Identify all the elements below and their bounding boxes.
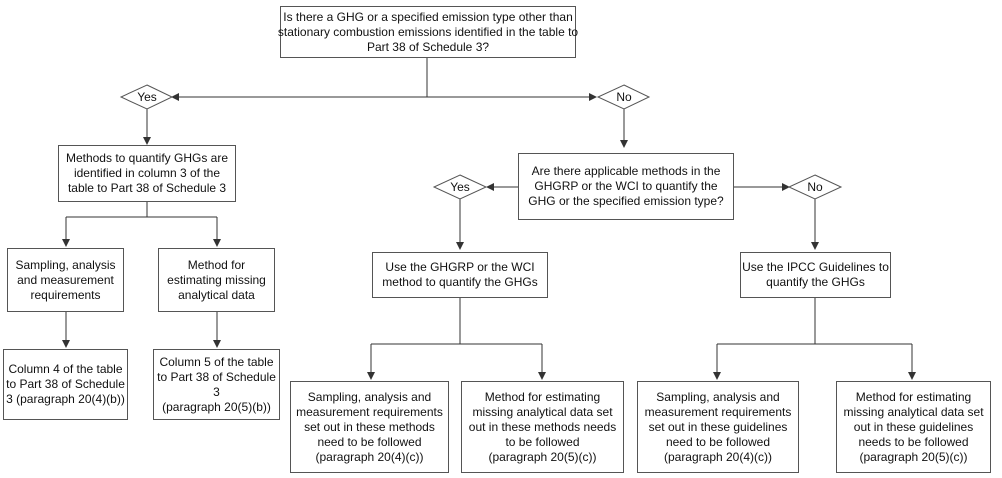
decision-yes-mid [432, 174, 488, 200]
top-question-line: Is there a GHG or a specified emission t… [283, 9, 573, 24]
missing-methods-line: (paragraph 20(5)(c)) [488, 449, 597, 464]
sampling-methods-line: measurement requirements [296, 404, 443, 419]
top-question-line: Part 38 of Schedule 3? [366, 39, 490, 54]
missing-guidelines-line: Method for estimating [855, 389, 972, 404]
applicable-question-line: GHG or the specified emission type? [528, 194, 724, 208]
use-ipcc-line: Use the IPCC Guidelines to [742, 260, 889, 274]
methods-identified-line: table to Part 38 of Schedule 3 [67, 181, 227, 195]
decision-no-top [596, 84, 651, 110]
use-ghgrp-line: method to quantify the GHGs [382, 275, 538, 289]
sampling-left-line: Sampling, analysis [15, 257, 116, 272]
column5-line: (paragraph 20(5)(b)) [162, 399, 271, 414]
use-ipcc-box: Use the IPCC Guidelines to quantify the … [740, 252, 891, 298]
decision-yes-top [119, 84, 174, 110]
sampling-methods-line: (paragraph 20(4)(c)) [315, 449, 424, 464]
methods-identified-line: identified in column 3 of the [73, 166, 221, 180]
missing-guidelines-line: out in these guidelines [853, 419, 974, 434]
column4-line: to Part 38 of Schedule [6, 377, 125, 391]
sampling-methods-line: Sampling, analysis and [307, 389, 432, 404]
applicable-question-line: GHGRP or the WCI to quantify the [534, 179, 718, 193]
sampling-guidelines-line: measurement requirements [644, 404, 792, 419]
column5-box: Column 5 of the table to Part 38 of Sche… [153, 349, 280, 420]
missing-guidelines-line: missing analytical data set [843, 404, 984, 419]
missing-left-box: Method for estimating missing analytical… [158, 248, 275, 312]
missing-guidelines-line: needs to be followed [858, 434, 969, 449]
top-question-box: Is there a GHG or a specified emission t… [277, 6, 579, 58]
sampling-guidelines-line: set out in these guidelines [648, 419, 788, 434]
column4-line: 3 (paragraph 20(4)(b)) [6, 392, 125, 406]
sampling-guidelines-line: (paragraph 20(4)(c)) [663, 449, 773, 464]
column5-line: to Part 38 of Schedule [157, 369, 276, 384]
missing-methods-line: Method for estimating [484, 389, 601, 404]
missing-left-line: analytical data [178, 287, 255, 302]
sampling-guidelines-line: need to be followed [665, 434, 771, 449]
missing-left-line: estimating missing [167, 272, 266, 287]
decision-no-mid [787, 174, 843, 200]
use-ipcc-line: quantify the GHGs [766, 275, 865, 289]
applicable-question-line: Are there applicable methods in the [531, 164, 721, 178]
missing-methods-line: to be followed [505, 434, 580, 449]
missing-left-line: Method for [187, 257, 246, 272]
use-ghgrp-line: Use the GHGRP or the WCI [385, 260, 535, 274]
column4-box: Column 4 of the table to Part 38 of Sche… [3, 349, 128, 420]
sampling-left-box: Sampling, analysis and measurement requi… [7, 248, 124, 312]
sampling-guidelines-box: Sampling, analysis and measurement requi… [637, 381, 799, 473]
sampling-methods-box: Sampling, analysis and measurement requi… [290, 381, 449, 473]
missing-guidelines-box: Method for estimating missing analytical… [836, 381, 991, 473]
sampling-methods-line: set out in these methods [304, 419, 435, 434]
sampling-left-line: and measurement [17, 272, 114, 287]
yes-mid-label: Yes [450, 180, 470, 194]
no-mid-label: No [807, 180, 823, 194]
missing-methods-box: Method for estimating missing analytical… [461, 381, 624, 473]
sampling-left-line: requirements [30, 287, 101, 302]
sampling-methods-line: need to be followed [317, 434, 422, 449]
use-ghgrp-box: Use the GHGRP or the WCI method to quant… [372, 252, 548, 298]
missing-methods-line: missing analytical data set [472, 404, 613, 419]
methods-identified-box: Methods to quantify GHGs are identified … [58, 145, 236, 202]
methods-identified-line: Methods to quantify GHGs are [65, 151, 229, 165]
no-top-label: No [616, 90, 632, 104]
column5-line: 3 [213, 384, 220, 399]
column5-line: Column 5 of the table [159, 354, 274, 369]
column4-line: Column 4 of the table [8, 362, 123, 376]
yes-top-label: Yes [137, 90, 157, 104]
top-question-line: stationary combustion emissions identifi… [277, 24, 579, 39]
missing-methods-line: out in these methods needs [468, 419, 617, 434]
applicable-question-box: Are there applicable methods in the GHGR… [518, 153, 734, 220]
missing-guidelines-line: (paragraph 20(5)(c)) [859, 449, 968, 464]
sampling-guidelines-line: Sampling, analysis and [656, 389, 780, 404]
